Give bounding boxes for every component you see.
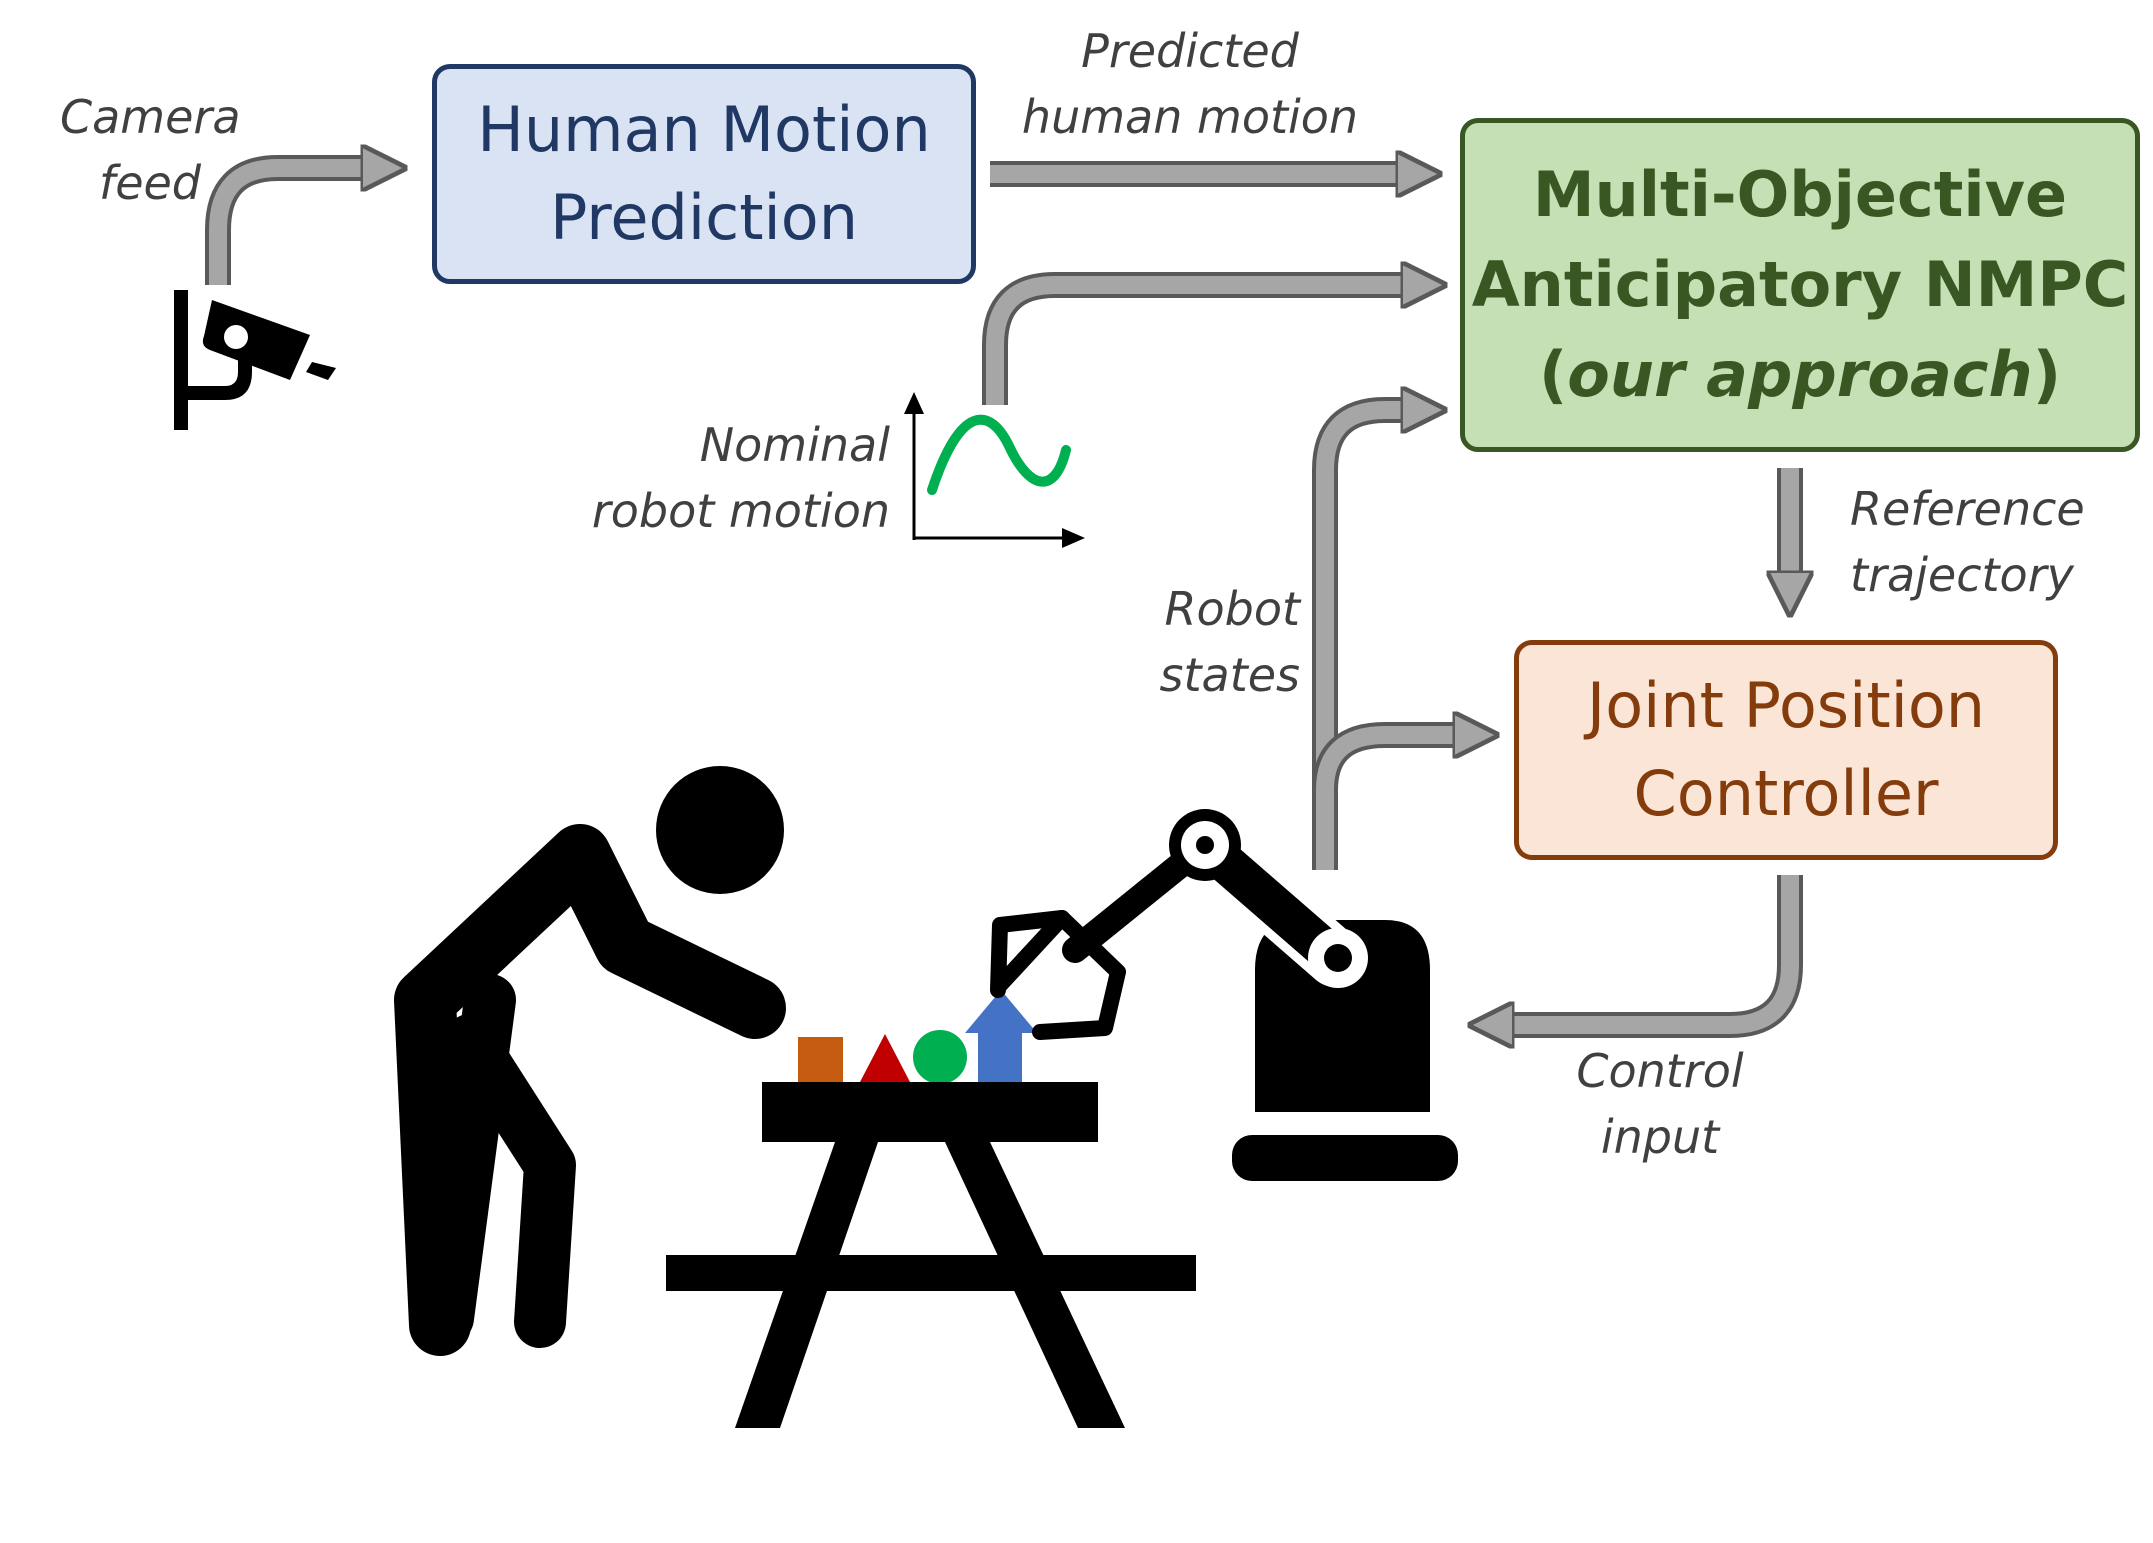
arrow-camera-to-prediction bbox=[205, 168, 370, 285]
label-control-line1: Control bbox=[1576, 1044, 1744, 1098]
nmpc-line3: (our approach) bbox=[1472, 330, 2129, 420]
table-objects bbox=[798, 990, 1037, 1084]
jpc-line1: Joint Position bbox=[1586, 669, 1986, 742]
label-nominal-line1: Nominal bbox=[699, 418, 890, 472]
label-control-input: Control input bbox=[1560, 1038, 1760, 1170]
robot-arm-icon bbox=[990, 809, 1458, 1181]
label-predicted-line2: human motion bbox=[1021, 90, 1359, 144]
label-camera-feed-line1: Camera bbox=[60, 90, 241, 144]
hmp-line2: Prediction bbox=[549, 181, 858, 254]
label-reference-line2: trajectory bbox=[1850, 548, 2074, 602]
sine-plot-icon bbox=[904, 392, 1085, 548]
label-reference-trajectory: Reference trajectory bbox=[1850, 476, 2130, 608]
nmpc-our-approach: our approach bbox=[1567, 338, 2033, 411]
nmpc-paren-open: ( bbox=[1538, 338, 1568, 411]
label-control-line2: input bbox=[1600, 1110, 1720, 1164]
label-camera-feed: Camera feed bbox=[60, 84, 241, 216]
nmpc-line2: Anticipatory NMPC bbox=[1471, 248, 2129, 321]
camera-icon bbox=[174, 290, 336, 430]
label-predicted-human-motion: Predicted human motion bbox=[1010, 18, 1370, 150]
arrow-control-input bbox=[1505, 875, 1803, 1025]
hmp-line1: Human Motion bbox=[477, 93, 931, 166]
arrow-robot-states-to-nmpc bbox=[1312, 410, 1410, 870]
nmpc-line1: Multi-Objective bbox=[1532, 158, 2068, 231]
arrow-nominal-to-nmpc bbox=[982, 285, 1410, 405]
arrow-robot-states-to-controller bbox=[1312, 735, 1462, 791]
nmpc-box: Multi-Objective Anticipatory NMPC (our a… bbox=[1460, 118, 2140, 452]
joint-position-controller-box: Joint Position Controller bbox=[1514, 640, 2058, 860]
label-predicted-line1: Predicted bbox=[1081, 24, 1299, 78]
label-robot-states: Robot states bbox=[1110, 576, 1301, 708]
label-camera-feed-line2: feed bbox=[99, 156, 201, 210]
table-icon bbox=[666, 1082, 1196, 1428]
label-nominal-line2: robot motion bbox=[591, 484, 890, 538]
label-reference-line1: Reference bbox=[1850, 482, 2085, 536]
human-motion-prediction-box: Human Motion Prediction bbox=[432, 64, 976, 284]
label-robot-states-line1: Robot bbox=[1164, 582, 1300, 636]
jpc-line2: Controller bbox=[1633, 757, 1939, 830]
human-icon bbox=[394, 766, 786, 1356]
nmpc-paren-close: ) bbox=[2032, 338, 2062, 411]
label-nominal-robot-motion: Nominal robot motion bbox=[570, 412, 890, 544]
label-robot-states-line2: states bbox=[1159, 648, 1301, 702]
